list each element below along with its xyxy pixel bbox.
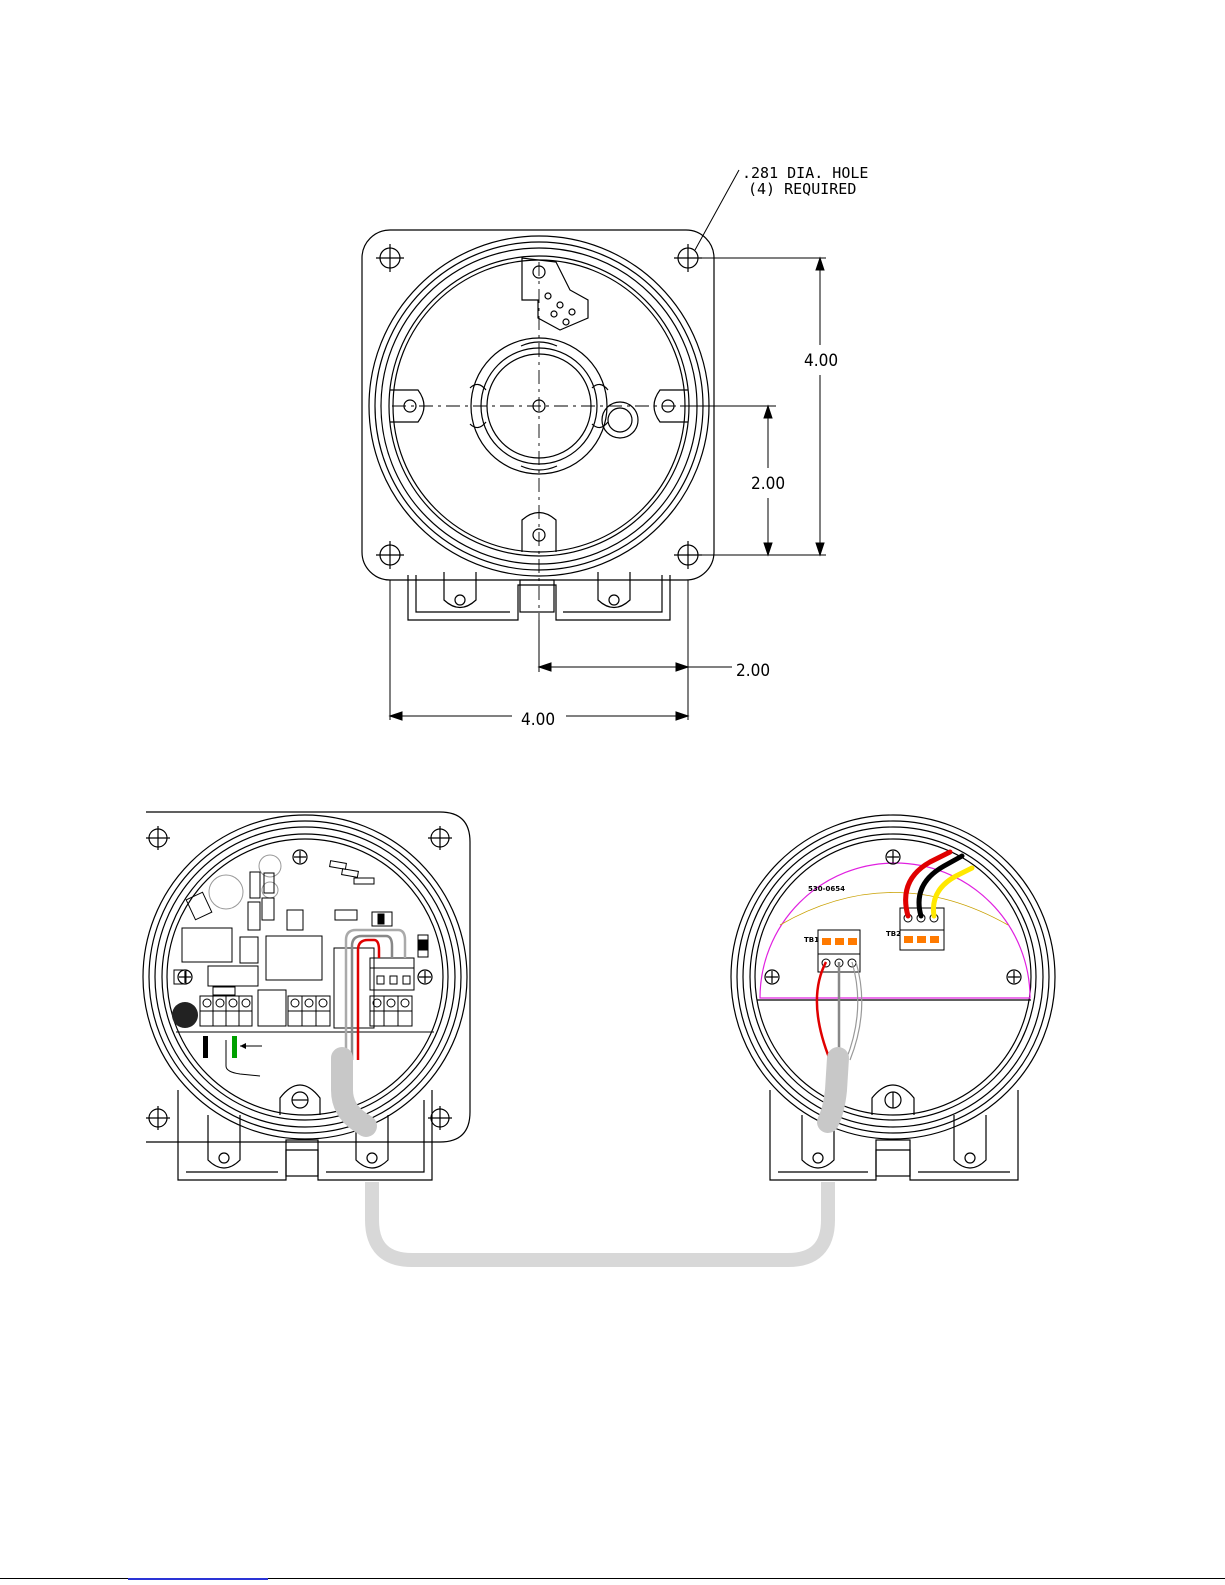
mounting-plate — [362, 230, 714, 580]
right-cable-sheath — [828, 1058, 838, 1122]
right-enclosure: 530-0654 TB1 TB2 — [731, 815, 1055, 1180]
interconnect-conduit — [372, 1182, 828, 1260]
top-view — [362, 230, 770, 668]
dim-horizontal-total: 4.00 — [521, 710, 555, 730]
terminal-block — [200, 958, 414, 1026]
screw-icon — [765, 850, 1021, 984]
footer-link-underline[interactable] — [128, 1578, 268, 1580]
screw-icon — [178, 850, 432, 984]
dim-vertical-half: 2.00 — [751, 474, 785, 494]
tb2-wires — [906, 852, 972, 916]
left-cable-sheath — [342, 1058, 366, 1126]
hole-note-line2: (4) REQUIRED — [748, 180, 856, 198]
dimension-labels: .281 DIA. HOLE (4) REQUIRED 4.00 2.00 2.… — [521, 164, 868, 730]
pcb-part-number: 530-0654 — [808, 885, 845, 893]
buzzer — [172, 1002, 198, 1028]
tb2-label: TB2 — [886, 930, 901, 938]
ground-wires — [203, 1036, 262, 1076]
tb1-wires — [817, 962, 862, 1060]
dim-vertical-total: 4.00 — [804, 351, 838, 371]
dimension-lines — [390, 170, 826, 720]
left-cable-wires — [346, 930, 405, 1060]
left-enclosure — [143, 812, 470, 1180]
tb1-label: TB1 — [804, 936, 819, 944]
dim-horizontal-half: 2.00 — [736, 661, 770, 681]
